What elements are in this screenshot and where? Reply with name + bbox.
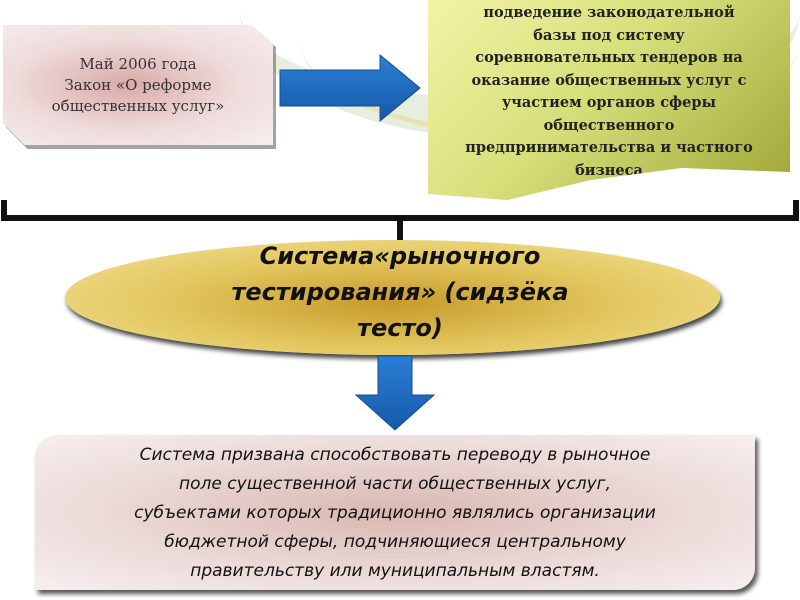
goal-line: базы под систему bbox=[533, 26, 685, 44]
down-arrow-icon bbox=[354, 355, 436, 431]
right-arrow-icon bbox=[279, 53, 421, 123]
purpose-line: бюджетной сферы, подчиняющиеся центральн… bbox=[164, 532, 626, 552]
market-testing-text: Система«рыночного тестирования» (сидзёка… bbox=[200, 238, 600, 346]
purpose-line: поле существенной части общественных усл… bbox=[179, 474, 611, 494]
law-line: Закон «О реформе bbox=[64, 75, 212, 94]
ellipse-line: Система«рыночного bbox=[259, 242, 541, 270]
purpose-line: Система призвана способствовать переводу… bbox=[139, 445, 651, 465]
law-line: общественных услуг» bbox=[51, 96, 225, 115]
goal-line: бизнеса bbox=[575, 161, 643, 179]
ellipse-line: тестирования» (сидзёка bbox=[231, 278, 569, 306]
law-line: Май 2006 года bbox=[79, 54, 197, 73]
purpose-box: Система призвана способствовать переводу… bbox=[35, 435, 755, 590]
brace bbox=[1, 200, 799, 240]
law-box: Май 2006 года Закон «О реформе обществен… bbox=[3, 25, 273, 145]
goal-line: участием органов сферы bbox=[501, 94, 717, 111]
goal-document-box: подведение законодательной базы под сист… bbox=[428, 0, 790, 200]
goal-line: предпринимательства и частного bbox=[465, 139, 753, 156]
market-testing-ellipse bbox=[65, 240, 720, 355]
goal-line: соревновательных тендеров на bbox=[475, 49, 743, 66]
purpose-line: правительству или муниципальным властям. bbox=[190, 561, 600, 581]
goal-line: подведение законодательной bbox=[483, 4, 735, 21]
goal-line: общественного bbox=[543, 116, 675, 134]
goal-line: оказание общественных услуг с bbox=[471, 71, 747, 89]
purpose-line: субъектами которых традиционно являлись … bbox=[134, 503, 656, 523]
ellipse-line: тесто) bbox=[357, 314, 443, 342]
